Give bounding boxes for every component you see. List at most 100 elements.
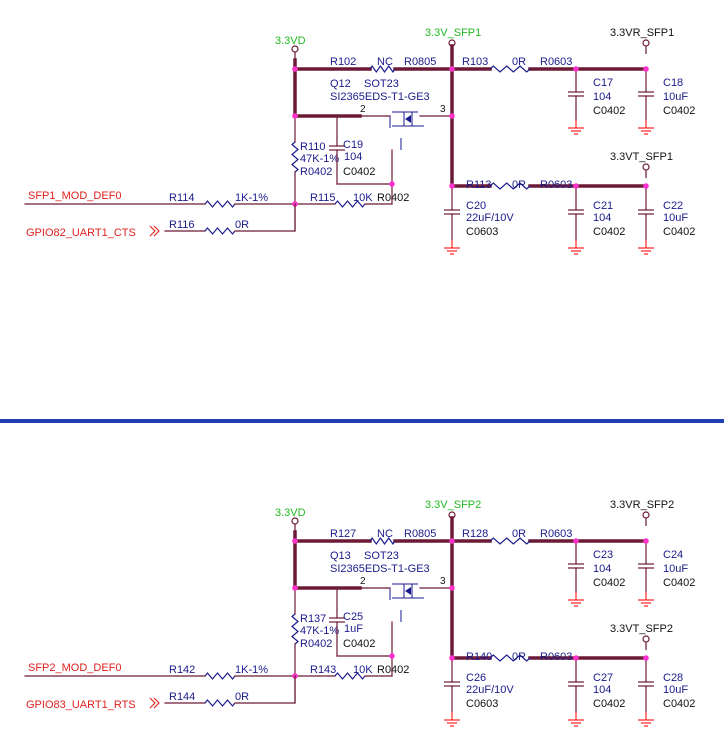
resistor-nc-symbol (369, 536, 396, 546)
mosfet-diode-arrow (405, 115, 411, 123)
resistor-tx-package: R0603 (540, 651, 572, 663)
capacitor-c_tx1-ref: C21 (593, 200, 613, 212)
capacitor-gate-ref: C19 (343, 139, 363, 151)
capacitor-bulk-package: C0603 (466, 698, 498, 710)
junction-dot (292, 585, 298, 591)
resistor-out-ref: R116 (169, 219, 194, 231)
junction-dot (573, 655, 579, 661)
junction-dot (449, 113, 455, 119)
capacitor-c_tx2-package: C0402 (663, 698, 695, 710)
resistor-gate-symbol (334, 200, 366, 208)
resistor-tx-package: R0603 (540, 179, 572, 191)
resistor-tx-ref: R140 (466, 651, 492, 663)
capacitor-c_rx2-package: C0402 (663, 105, 695, 117)
capacitor-gate-value: 104 (344, 151, 362, 163)
net-label-3v3vd: 3.3VD (275, 507, 306, 519)
power-port-symbol (642, 163, 650, 171)
capacitor-c_rx1-ref: C23 (593, 549, 613, 561)
junction-dot (449, 585, 455, 591)
resistor-rx-symbol (489, 65, 531, 73)
port-signal-out: GPIO82_UART1_CTS (26, 227, 136, 239)
resistor-nc-value: NC (377, 56, 393, 68)
transistor-pin-drain: 3 (440, 104, 446, 115)
resistor-tx-symbol (489, 654, 531, 662)
resistor-out-symbol (204, 227, 236, 235)
capacitor-c_rx2-package: C0402 (663, 577, 695, 589)
resistor-pull-package: R0402 (300, 166, 332, 178)
capacitor-c_rx2-ref: C18 (663, 77, 683, 89)
junction-dot (449, 538, 455, 544)
net-label-3v3r-sfp: 3.3VR_SFP1 (610, 27, 674, 39)
resistor-rx-ref: R128 (462, 528, 488, 540)
capacitor-bulk-ref: C26 (466, 672, 486, 684)
junction-dot (389, 181, 395, 187)
transistor-pin-gate: 2 (360, 576, 366, 587)
power-port-symbol (642, 39, 650, 47)
resistor-gate-value: 10K (353, 664, 373, 676)
resistor-rx-package: R0603 (540, 56, 572, 68)
resistor-pull-ref: R137 (300, 613, 326, 625)
capacitor-c_rx1-package: C0402 (593, 105, 625, 117)
port-chevron (149, 697, 156, 709)
resistor-nc-symbol (369, 64, 396, 74)
resistor-gate-symbol (334, 672, 366, 680)
mosfet-diode-arrow (405, 587, 411, 595)
junction-dot (449, 183, 455, 189)
capacitor-c_rx1-package: C0402 (593, 577, 625, 589)
resistor-out-value: 0R (235, 691, 249, 703)
capacitor-c_tx1-package: C0402 (593, 698, 625, 710)
capacitor-c_tx2-ref: C28 (663, 672, 683, 684)
resistor-out-ref: R144 (169, 691, 195, 703)
capacitor-c_tx2-value: 10uF (663, 684, 688, 696)
capacitor-bulk-package: C0603 (466, 226, 498, 238)
junction-dot (643, 183, 649, 189)
power-port-symbol (642, 635, 650, 643)
resistor-tx-ref: R113 (466, 179, 491, 191)
capacitor-c_tx1-ref: C27 (593, 672, 613, 684)
resistor-in-symbol (204, 200, 236, 208)
resistor-pull-value: 47K-1% (300, 153, 339, 165)
net-label-3v3-sfp: 3.3V_SFP2 (425, 499, 481, 511)
resistor-out-value: 0R (235, 219, 249, 231)
resistor-gate-value: 10K (353, 192, 373, 204)
resistor-in-ref: R142 (169, 664, 195, 676)
capacitor-gate-ref: C25 (343, 611, 363, 623)
net-label-3v3r-sfp: 3.3VR_SFP2 (610, 499, 674, 511)
resistor-pull-package: R0402 (300, 638, 332, 650)
resistor-in-value: 1K-1% (235, 664, 268, 676)
junction-dot (292, 66, 298, 72)
resistor-in-ref: R114 (169, 192, 194, 204)
junction-dot (389, 653, 395, 659)
junction-dot (643, 66, 649, 72)
capacitor-c_rx2-value: 10uF (663, 563, 688, 575)
junction-dot (292, 538, 298, 544)
resistor-pull-symbol (291, 141, 299, 173)
resistor-rx-symbol (489, 537, 531, 545)
resistor-rx-value: 0R (512, 528, 526, 540)
capacitor-c_tx2-ref: C22 (663, 200, 683, 212)
port-chevron (153, 225, 160, 237)
capacitor-gate-package: C0402 (343, 638, 375, 650)
capacitor-c_tx1-package: C0402 (593, 226, 625, 238)
net-label-3v3t-sfp: 3.3VT_SFP1 (610, 151, 673, 163)
capacitor-c_rx1-ref: C17 (593, 77, 613, 89)
junction-dot (573, 538, 579, 544)
junction-dot (573, 66, 579, 72)
resistor-pull-symbol (291, 613, 299, 645)
port-chevron (153, 697, 160, 709)
resistor-nc-package: R0805 (404, 56, 436, 68)
resistor-pull-value: 47K-1% (300, 625, 339, 637)
resistor-rx-package: R0603 (540, 528, 572, 540)
resistor-nc-package: R0805 (404, 528, 436, 540)
resistor-nc-ref: R102 (330, 56, 356, 68)
transistor-part-number: SI2365EDS-T1-GE3 (330, 563, 430, 575)
capacitor-c_tx1-value: 104 (593, 212, 611, 224)
junction-dot (573, 183, 579, 189)
resistor-gate-package: R0402 (377, 192, 409, 204)
capacitor-c_rx2-value: 10uF (663, 91, 688, 103)
transistor-package: SOT23 (364, 78, 399, 90)
capacitor-gate-value: 1uF (344, 623, 363, 635)
